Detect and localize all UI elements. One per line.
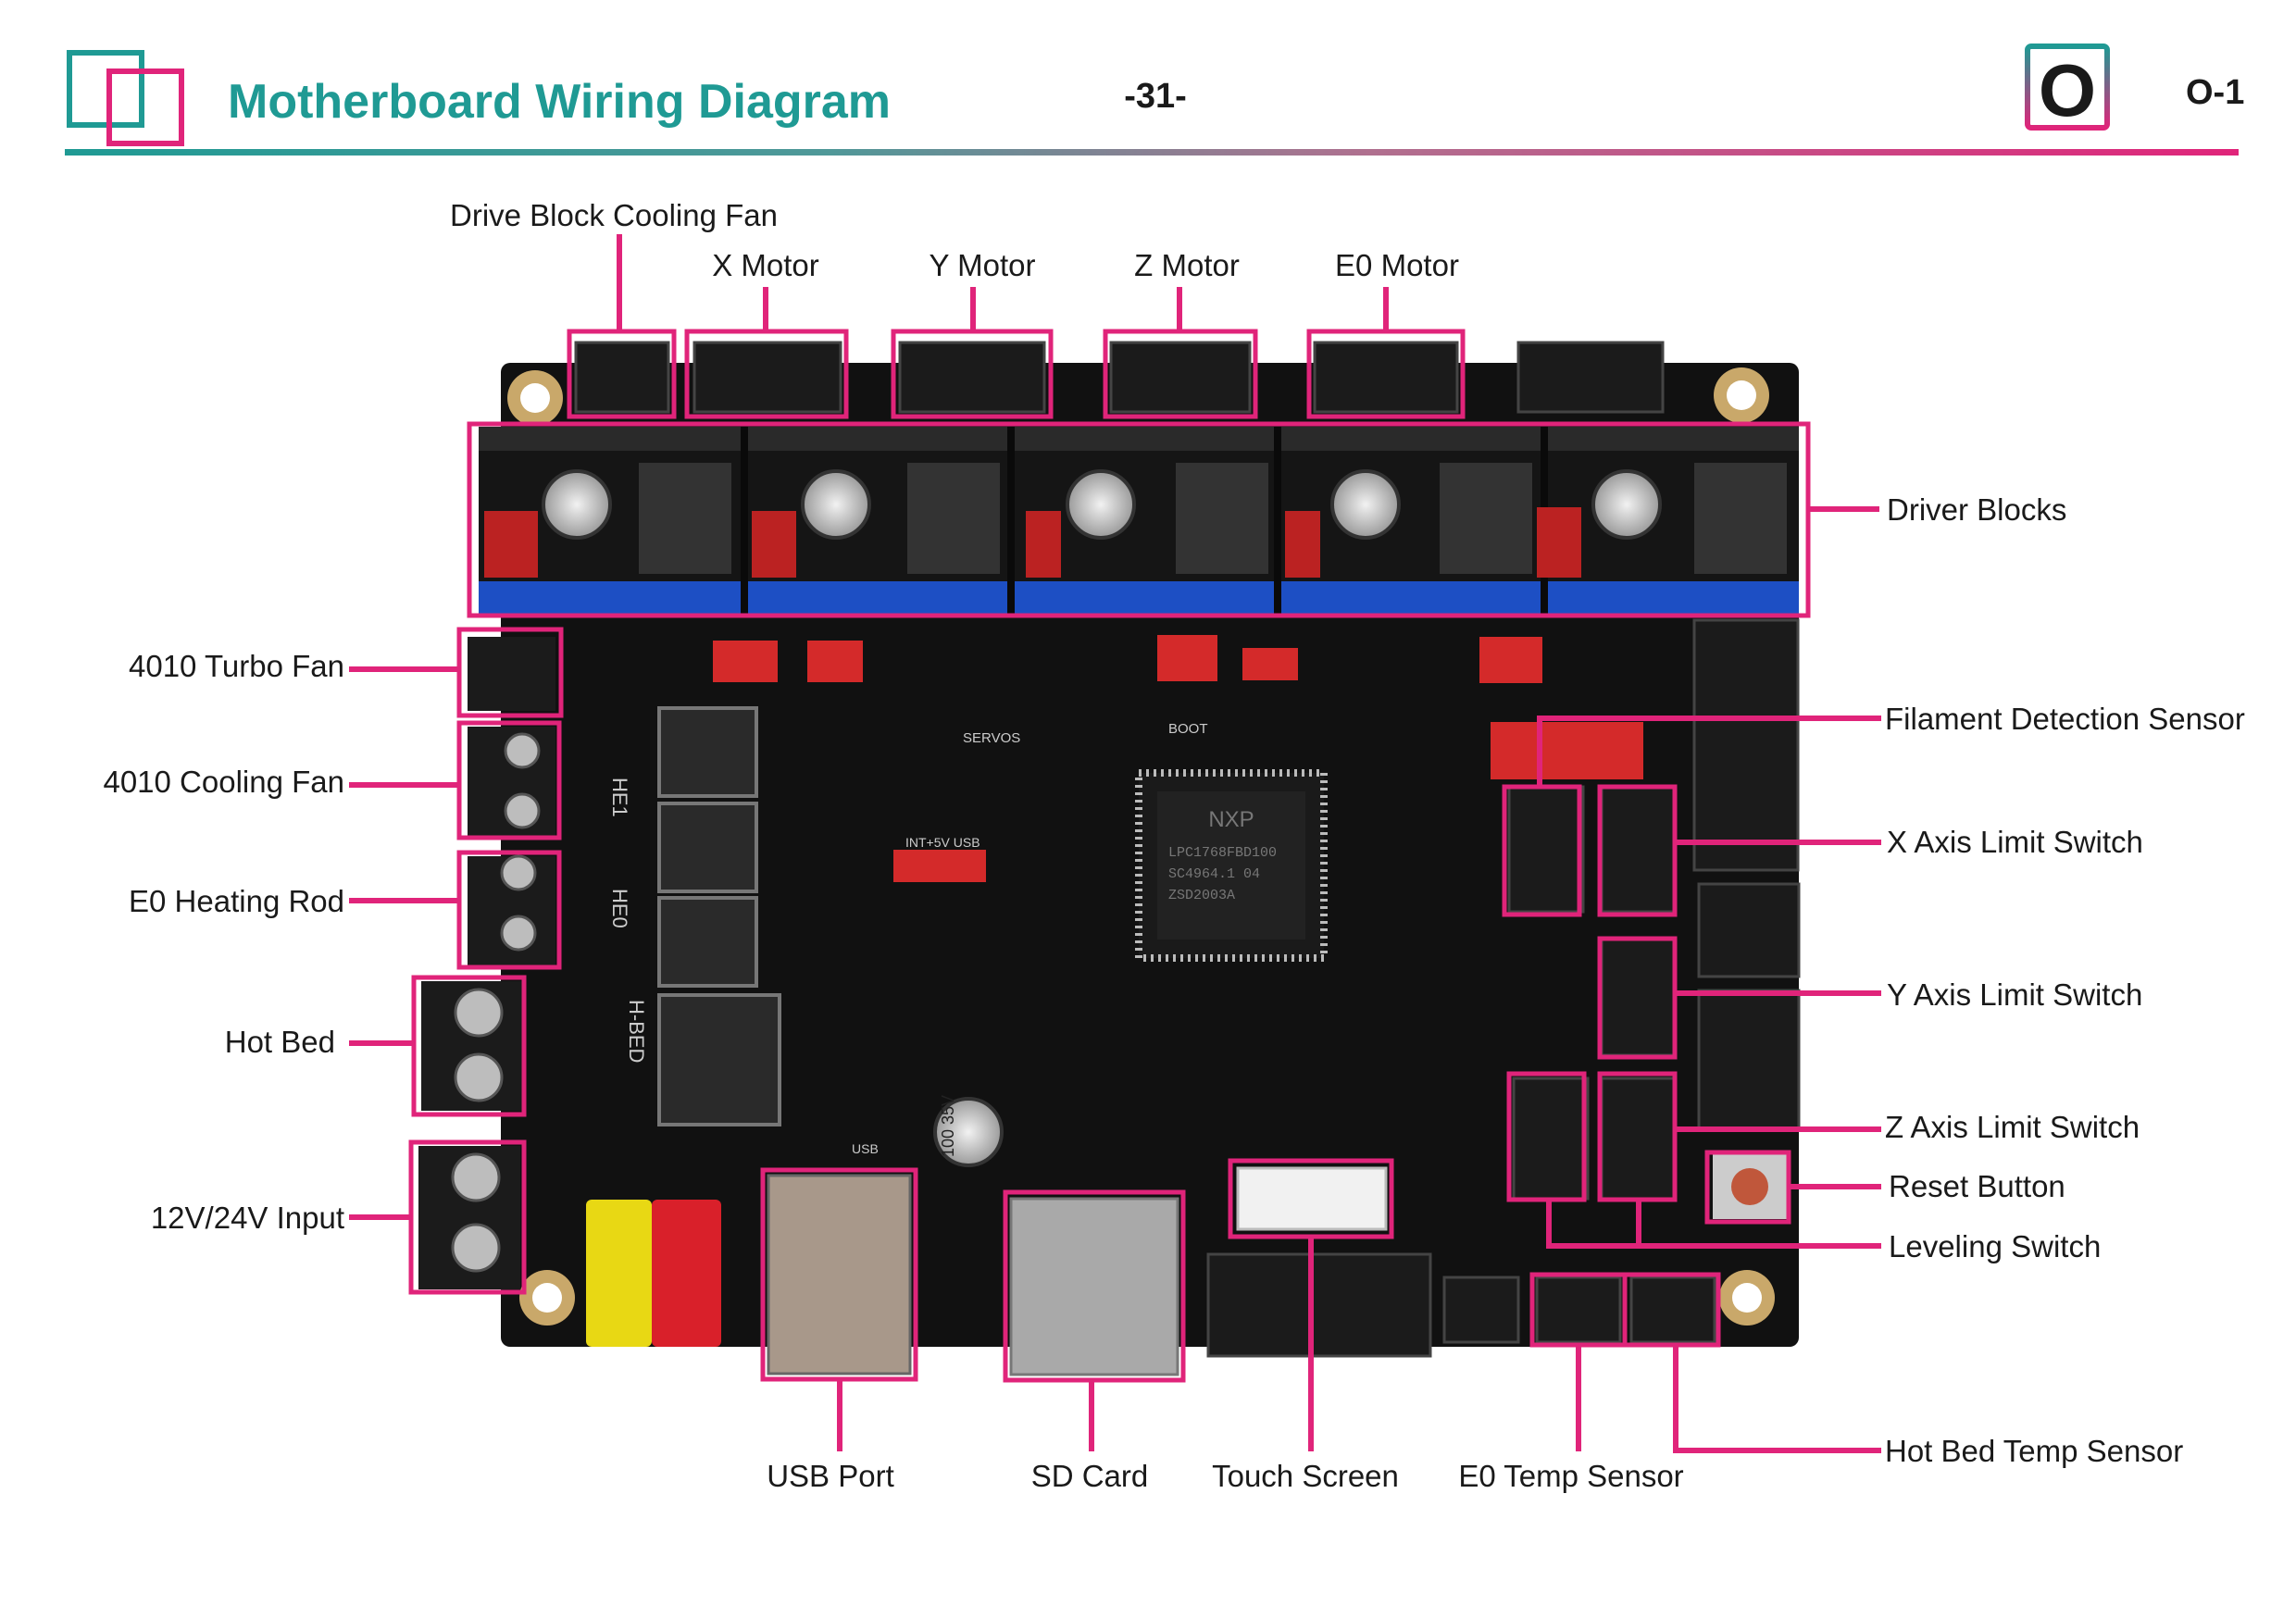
hbed-silk: H-BED [625, 1000, 648, 1063]
box-turbo-fan [456, 627, 564, 718]
page-title: Motherboard Wiring Diagram [228, 75, 891, 129]
label-hot-bed-temp: Hot Bed Temp Sensor [1885, 1434, 2183, 1468]
section-code: O-1 [2186, 73, 2244, 112]
driver-modules [479, 427, 1799, 616]
chip-line-3: ZSD2003A [1168, 888, 1235, 903]
motherboard: NXP LPC1768FBD100 SC4964.1 04 ZSD2003A S… [418, 341, 1801, 1376]
fuse-red [652, 1200, 721, 1347]
leader-lines [349, 234, 1881, 1453]
label-z-limit: Z Axis Limit Switch [1885, 1110, 2140, 1144]
label-touch: Touch Screen [1212, 1459, 1399, 1493]
label-sd: SD Card [1031, 1459, 1149, 1493]
section-badge [2025, 44, 2110, 131]
label-drive-block-fan: Drive Block Cooling Fan [450, 198, 778, 232]
header: Motherboard Wiring Diagram -31- O O-1 [65, 44, 2244, 156]
chip-line-2: SC4964.1 04 [1168, 866, 1260, 882]
header-divider [65, 149, 2239, 156]
label-filament-sensor: Filament Detection Sensor [1885, 702, 2245, 736]
label-x-limit: X Axis Limit Switch [1887, 825, 2143, 859]
page-number: -31- [1124, 77, 1187, 116]
box-heating-rod [456, 850, 562, 970]
label-driver-blocks: Driver Blocks [1887, 492, 2066, 527]
label-z-motor: Z Motor [1134, 248, 1240, 282]
label-e0-temp: E0 Temp Sensor [1458, 1459, 1683, 1493]
label-usb: USB Port [767, 1459, 894, 1493]
box-y-limit [1597, 936, 1678, 1060]
exp-connectors [1442, 618, 1801, 1344]
chip-line-1: LPC1768FBD100 [1168, 845, 1277, 861]
label-turbo-fan: 4010 Turbo Fan [129, 649, 344, 683]
box-cooling-fan [456, 720, 562, 840]
label-reset: Reset Button [1889, 1169, 2065, 1203]
box-x-limit-b [1597, 784, 1678, 917]
logo-square-pink [106, 68, 184, 146]
servos-silk: SERVOS [963, 730, 1020, 746]
touch-connector-housing [1236, 1166, 1388, 1231]
label-power-input: 12V/24V Input [151, 1201, 344, 1235]
label-leveling: Leveling Switch [1889, 1229, 2101, 1263]
he0-silk: HE0 [608, 889, 631, 928]
logo-square-teal [67, 50, 144, 128]
capacitor [933, 1097, 1004, 1167]
jumpers [713, 635, 1643, 882]
label-y-motor: Y Motor [930, 248, 1036, 282]
fuse-yellow [586, 1200, 652, 1347]
he1-silk: HE1 [608, 778, 631, 817]
box-driver-blocks [467, 421, 1811, 618]
box-hot-bed-temp [1622, 1272, 1721, 1348]
driver-jumpers [484, 507, 1581, 578]
mounting-holes [507, 367, 1775, 1326]
jumper-silk: INT+5V USB [905, 835, 980, 850]
label-cooling-fan: 4010 Cooling Fan [103, 765, 344, 799]
chip-brand: NXP [1208, 807, 1254, 832]
usb-port-shell [767, 1174, 912, 1375]
label-heating-rod: E0 Heating Rod [129, 884, 344, 918]
sd-slot-shell [1009, 1197, 1179, 1376]
label-hot-bed: Hot Bed [225, 1025, 335, 1059]
driver-capacitors [542, 469, 1662, 540]
mosfets [657, 706, 781, 1126]
boot-silk: BOOT [1168, 721, 1208, 737]
label-y-limit: Y Axis Limit Switch [1887, 977, 2142, 1012]
section-letter: O [2039, 49, 2096, 131]
label-e0-motor: E0 Motor [1335, 248, 1459, 282]
screw-terminals [418, 637, 555, 1289]
motor-connectors [574, 341, 1665, 414]
mcu-chip: NXP LPC1768FBD100 SC4964.1 04 ZSD2003A [1135, 769, 1328, 962]
reset-button-cap[interactable] [1731, 1168, 1768, 1205]
capacitor-label: 100 35V [939, 1095, 957, 1157]
usb-silk: USB [852, 1141, 879, 1156]
label-x-motor: X Motor [712, 248, 819, 282]
labels: Drive Block Cooling Fan X Motor Y Motor … [103, 198, 2244, 1493]
